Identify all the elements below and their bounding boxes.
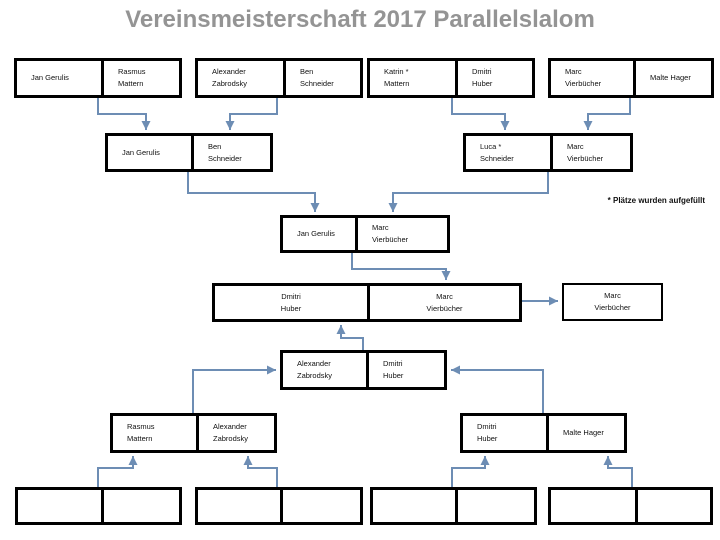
player-cell bbox=[455, 490, 534, 522]
match-box-third-place: Dmitri Huber Marc Vierbücher bbox=[212, 283, 522, 322]
player-cell: Jan Gerulis bbox=[31, 73, 69, 83]
player-cell: Ben Schneider bbox=[191, 136, 270, 169]
player-cell: Alexander Zabrodsky bbox=[297, 359, 333, 380]
match-box-empty-2 bbox=[195, 487, 363, 525]
player-cell: Luca * Schneider bbox=[480, 141, 514, 163]
player-cell: Jan Gerulis bbox=[122, 147, 160, 157]
player-cell: Rasmus Mattern bbox=[127, 422, 155, 443]
player-cell: Malte Hager bbox=[633, 61, 711, 95]
player-cell: Marc Vierbücher bbox=[565, 67, 602, 88]
match-box-round1-2: Alexander Zabrodsky Ben Schneider bbox=[195, 58, 363, 98]
player-cell: Dmitri Huber bbox=[366, 353, 444, 387]
player-cell bbox=[101, 490, 179, 522]
match-box-consolation-2: Dmitri Huber Malte Hager bbox=[460, 413, 627, 453]
player-cell: Alexander Zabrodsky bbox=[212, 67, 248, 88]
player-cell bbox=[551, 490, 635, 522]
player-cell bbox=[373, 490, 455, 522]
match-box-round1-3: Katrin * Mattern Dmitri Huber bbox=[367, 58, 535, 98]
match-box-empty-4 bbox=[548, 487, 713, 525]
match-box-consolation-1: Rasmus Mattern Alexander Zabrodsky bbox=[110, 413, 277, 453]
player-cell: Marc Vierbücher bbox=[367, 286, 519, 319]
player-cell: Dmitri Huber bbox=[477, 422, 498, 443]
match-box-consolation-semi: Alexander Zabrodsky Dmitri Huber bbox=[280, 350, 447, 390]
player-cell: Ben Schneider bbox=[283, 61, 360, 95]
slide-title: Vereinsmeisterschaft 2017 Parallelslalom bbox=[125, 6, 595, 33]
player-cell: Jan Gerulis bbox=[297, 229, 335, 239]
player-cell bbox=[18, 490, 101, 522]
player-cell bbox=[635, 490, 710, 522]
player-cell bbox=[280, 490, 360, 522]
player-cell: Alexander Zabrodsky bbox=[196, 416, 274, 450]
player-cell: Marc Vierbücher bbox=[355, 218, 447, 250]
player-cell: Rasmus Mattern bbox=[101, 61, 179, 95]
player-cell: Malte Hager bbox=[546, 416, 624, 450]
match-box-final: Jan Gerulis Marc Vierbücher bbox=[280, 215, 450, 253]
player-cell: Marc Vierbücher bbox=[550, 136, 630, 169]
third-place-winner-box: Marc Vierbücher bbox=[562, 283, 663, 321]
match-box-empty-3 bbox=[370, 487, 537, 525]
match-box-round1-4: Marc Vierbücher Malte Hager bbox=[548, 58, 714, 98]
match-box-round2-1: Jan Gerulis Ben Schneider bbox=[105, 133, 273, 172]
player-cell bbox=[198, 490, 280, 522]
footnote-asterisk-note: * Plätze wurden aufgefüllt bbox=[607, 196, 705, 205]
match-box-empty-1 bbox=[15, 487, 182, 525]
match-box-round2-2: Luca * Schneider Marc Vierbücher bbox=[463, 133, 633, 172]
match-box-round1-1: Jan Gerulis Rasmus Mattern bbox=[14, 58, 182, 98]
player-cell: Dmitri Huber bbox=[455, 61, 532, 95]
player-cell: Katrin * Mattern bbox=[384, 67, 410, 88]
player-cell: Dmitri Huber bbox=[280, 291, 302, 313]
player-cell: Marc Vierbücher bbox=[594, 291, 631, 312]
